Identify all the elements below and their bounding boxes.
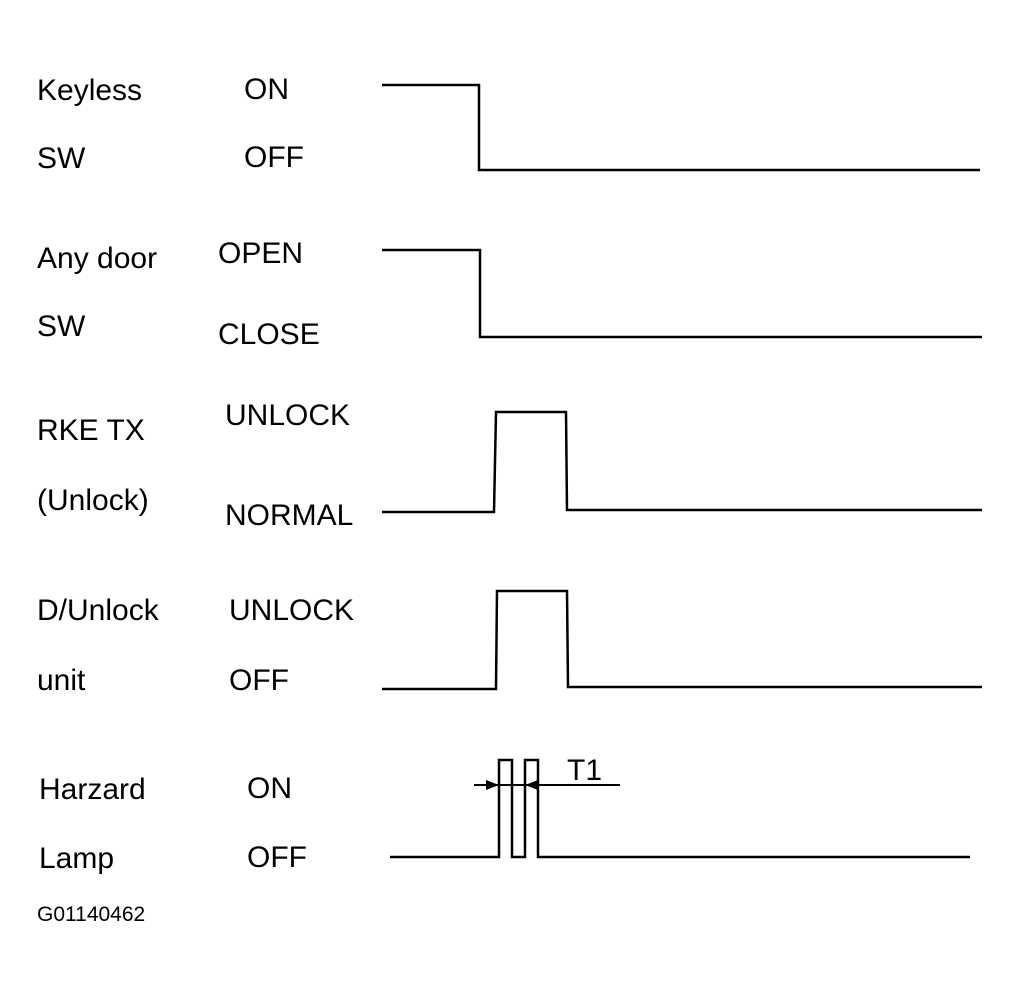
state-low-label: CLOSE [218, 318, 320, 351]
signal-name-line1: Any door [37, 242, 157, 275]
signal-keyless-sw: Keyless SW ON OFF [37, 73, 980, 175]
state-low-label: OFF [244, 141, 304, 174]
arrow-right-icon [486, 780, 499, 790]
signal-rke-tx: RKE TX (Unlock) UNLOCK NORMAL [37, 399, 982, 532]
state-low-label: NORMAL [225, 499, 353, 532]
figure-id: G01140462 [37, 903, 145, 926]
state-high-label: ON [244, 73, 289, 106]
signal-name-line1: Harzard [39, 773, 146, 806]
waveform [382, 83, 980, 172]
signal-name-line2: unit [37, 664, 86, 697]
signal-name-line2: Lamp [39, 842, 114, 875]
interval-label: T1 [567, 754, 602, 787]
state-high-label: UNLOCK [225, 399, 350, 432]
state-high-label: ON [247, 772, 292, 805]
signal-name-line2: SW [37, 310, 86, 343]
waveform [390, 758, 970, 859]
signal-name-line2: SW [37, 142, 86, 175]
signal-name-line1: D/Unlock [37, 594, 160, 627]
arrow-left-icon [525, 780, 538, 790]
t1-interval-marker: T1 [474, 754, 620, 790]
signal-name-line1: RKE TX [37, 414, 145, 447]
waveform [382, 589, 982, 691]
state-low-label: OFF [229, 664, 289, 697]
state-high-label: OPEN [218, 237, 303, 270]
signal-name-line1: Keyless [37, 74, 142, 107]
waveform [382, 248, 982, 339]
state-low-label: OFF [247, 841, 307, 874]
waveform [382, 410, 982, 514]
signal-any-door-sw: Any door SW OPEN CLOSE [37, 237, 982, 351]
signal-d-unlock-unit: D/Unlock unit UNLOCK OFF [37, 589, 982, 697]
signal-hazard-lamp: Harzard Lamp ON OFF T1 [39, 754, 970, 875]
signal-name-line2: (Unlock) [37, 484, 149, 517]
state-high-label: UNLOCK [229, 594, 354, 627]
